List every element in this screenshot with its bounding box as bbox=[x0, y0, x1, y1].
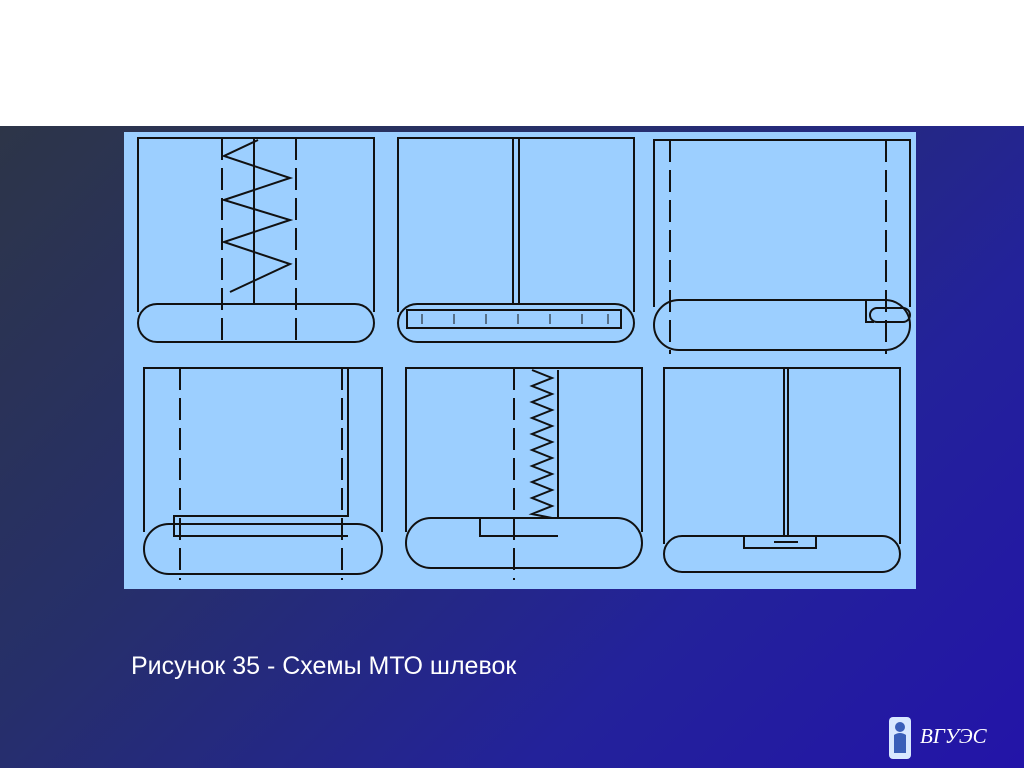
slide-header-area bbox=[0, 0, 1024, 126]
scheme-2 bbox=[397, 137, 635, 343]
scheme-1 bbox=[137, 137, 375, 347]
figure-caption: Рисунок 35 - Схемы МТО шлевок bbox=[131, 652, 517, 680]
scheme-5 bbox=[405, 367, 643, 580]
scheme-4 bbox=[143, 367, 383, 580]
university-logo bbox=[885, 713, 995, 763]
loop-schemes-diagram bbox=[124, 132, 916, 589]
logo-text: ВГУЭС bbox=[920, 724, 987, 748]
logo-emblem-icon bbox=[889, 717, 911, 759]
schemes-svg bbox=[137, 137, 911, 580]
scheme-3 bbox=[653, 139, 911, 354]
scheme-6 bbox=[663, 367, 901, 573]
